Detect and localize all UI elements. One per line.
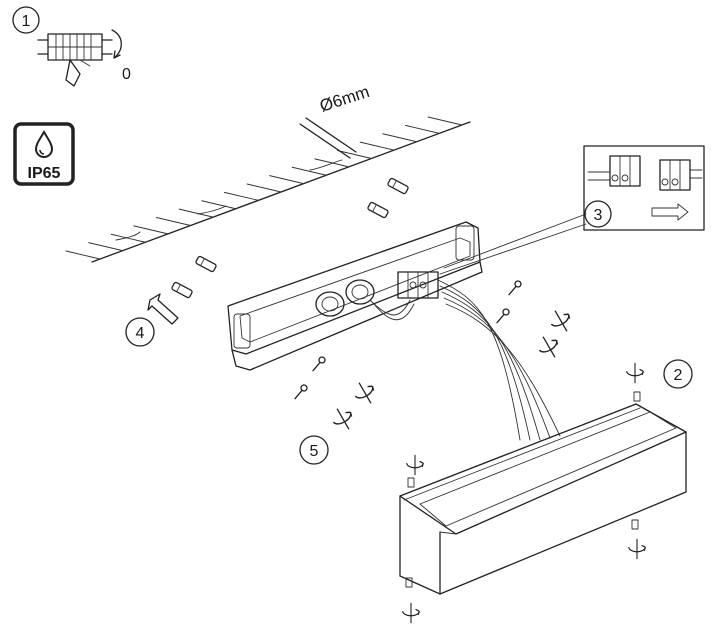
right-arrow-icon [651, 203, 689, 221]
rotation-arrows [327, 305, 646, 624]
water-drop-icon [34, 129, 54, 158]
wall-hatch-line [314, 158, 350, 168]
rotation-arrow-icon [327, 403, 359, 435]
wall-hatch-line [404, 124, 440, 134]
step-5-number: 5 [310, 443, 319, 460]
inset-terminal-open [587, 155, 641, 187]
rotation-arrow-icon [111, 29, 122, 59]
wall-plug [171, 281, 193, 299]
wall-hatch-line [291, 166, 327, 176]
terminal-strip-icon [37, 33, 113, 61]
step-5-fix-screws: 5 [299, 435, 329, 465]
step-1-wire-strip: 1 0 [12, 6, 131, 87]
terminal-block [397, 271, 439, 299]
step-2-marker: 2 [663, 359, 693, 389]
step-4-insert-plugs: 4 [125, 293, 179, 347]
screw [508, 280, 522, 296]
screw [496, 308, 510, 324]
step-3-inset: 3 [583, 145, 705, 231]
wall-hatch-line [337, 150, 372, 159]
drill-diameter-label: Ø6mm [317, 82, 371, 116]
rotation-arrow-icon [545, 305, 577, 337]
inset-terminal-closed [659, 159, 703, 191]
step-4-number: 4 [136, 325, 145, 342]
wall-plugs [171, 177, 409, 299]
wall-hatch-line [382, 133, 418, 143]
wall-hatch-line [359, 141, 395, 151]
mounting-plate [227, 221, 483, 371]
screw [294, 384, 308, 400]
screw [312, 356, 326, 372]
wall-hatch-line [201, 200, 237, 210]
luminaire-body [399, 391, 687, 595]
ip65-badge: IP65 [13, 122, 75, 186]
wall-plug [367, 201, 389, 219]
step-1-number: 1 [22, 13, 31, 30]
wall-plug [387, 177, 409, 195]
wall-plug [195, 255, 217, 273]
drill-bit-indicator: Ø6mm [299, 82, 372, 159]
wall-hatch-line [133, 225, 169, 235]
rotation-arrow-icon [406, 454, 424, 476]
rotation-arrow-icon [349, 377, 381, 409]
wall-hatch-line [246, 183, 282, 193]
wall-surface [65, 116, 471, 263]
step-1-marker: 1 [12, 6, 40, 34]
strip-length-label: 0 [122, 66, 131, 83]
rotation-arrow-icon [628, 538, 646, 560]
rotation-arrow-icon [626, 362, 644, 384]
screws [294, 280, 522, 400]
wall-hatch-line [110, 233, 146, 243]
wall-hatch-line [427, 116, 463, 126]
step-3-number: 3 [594, 207, 603, 224]
push-arrow-icon [147, 293, 179, 325]
wall-hatch-line [65, 250, 101, 260]
wall-hatch-line [88, 242, 124, 252]
cable-gland [315, 291, 345, 317]
cable-gland [345, 279, 375, 305]
wall-hatch-line [269, 175, 305, 185]
rotation-arrow-icon [402, 602, 420, 624]
cables [437, 279, 561, 441]
screwdriver-hand-icon [65, 59, 91, 87]
wall-hatch-line [223, 191, 259, 201]
wall-hatch-line [178, 208, 214, 218]
rotation-arrow-icon [533, 331, 565, 363]
ip-rating-label: IP65 [28, 165, 61, 182]
step-2-number: 2 [674, 367, 683, 384]
wall-hatch-line [156, 217, 191, 226]
